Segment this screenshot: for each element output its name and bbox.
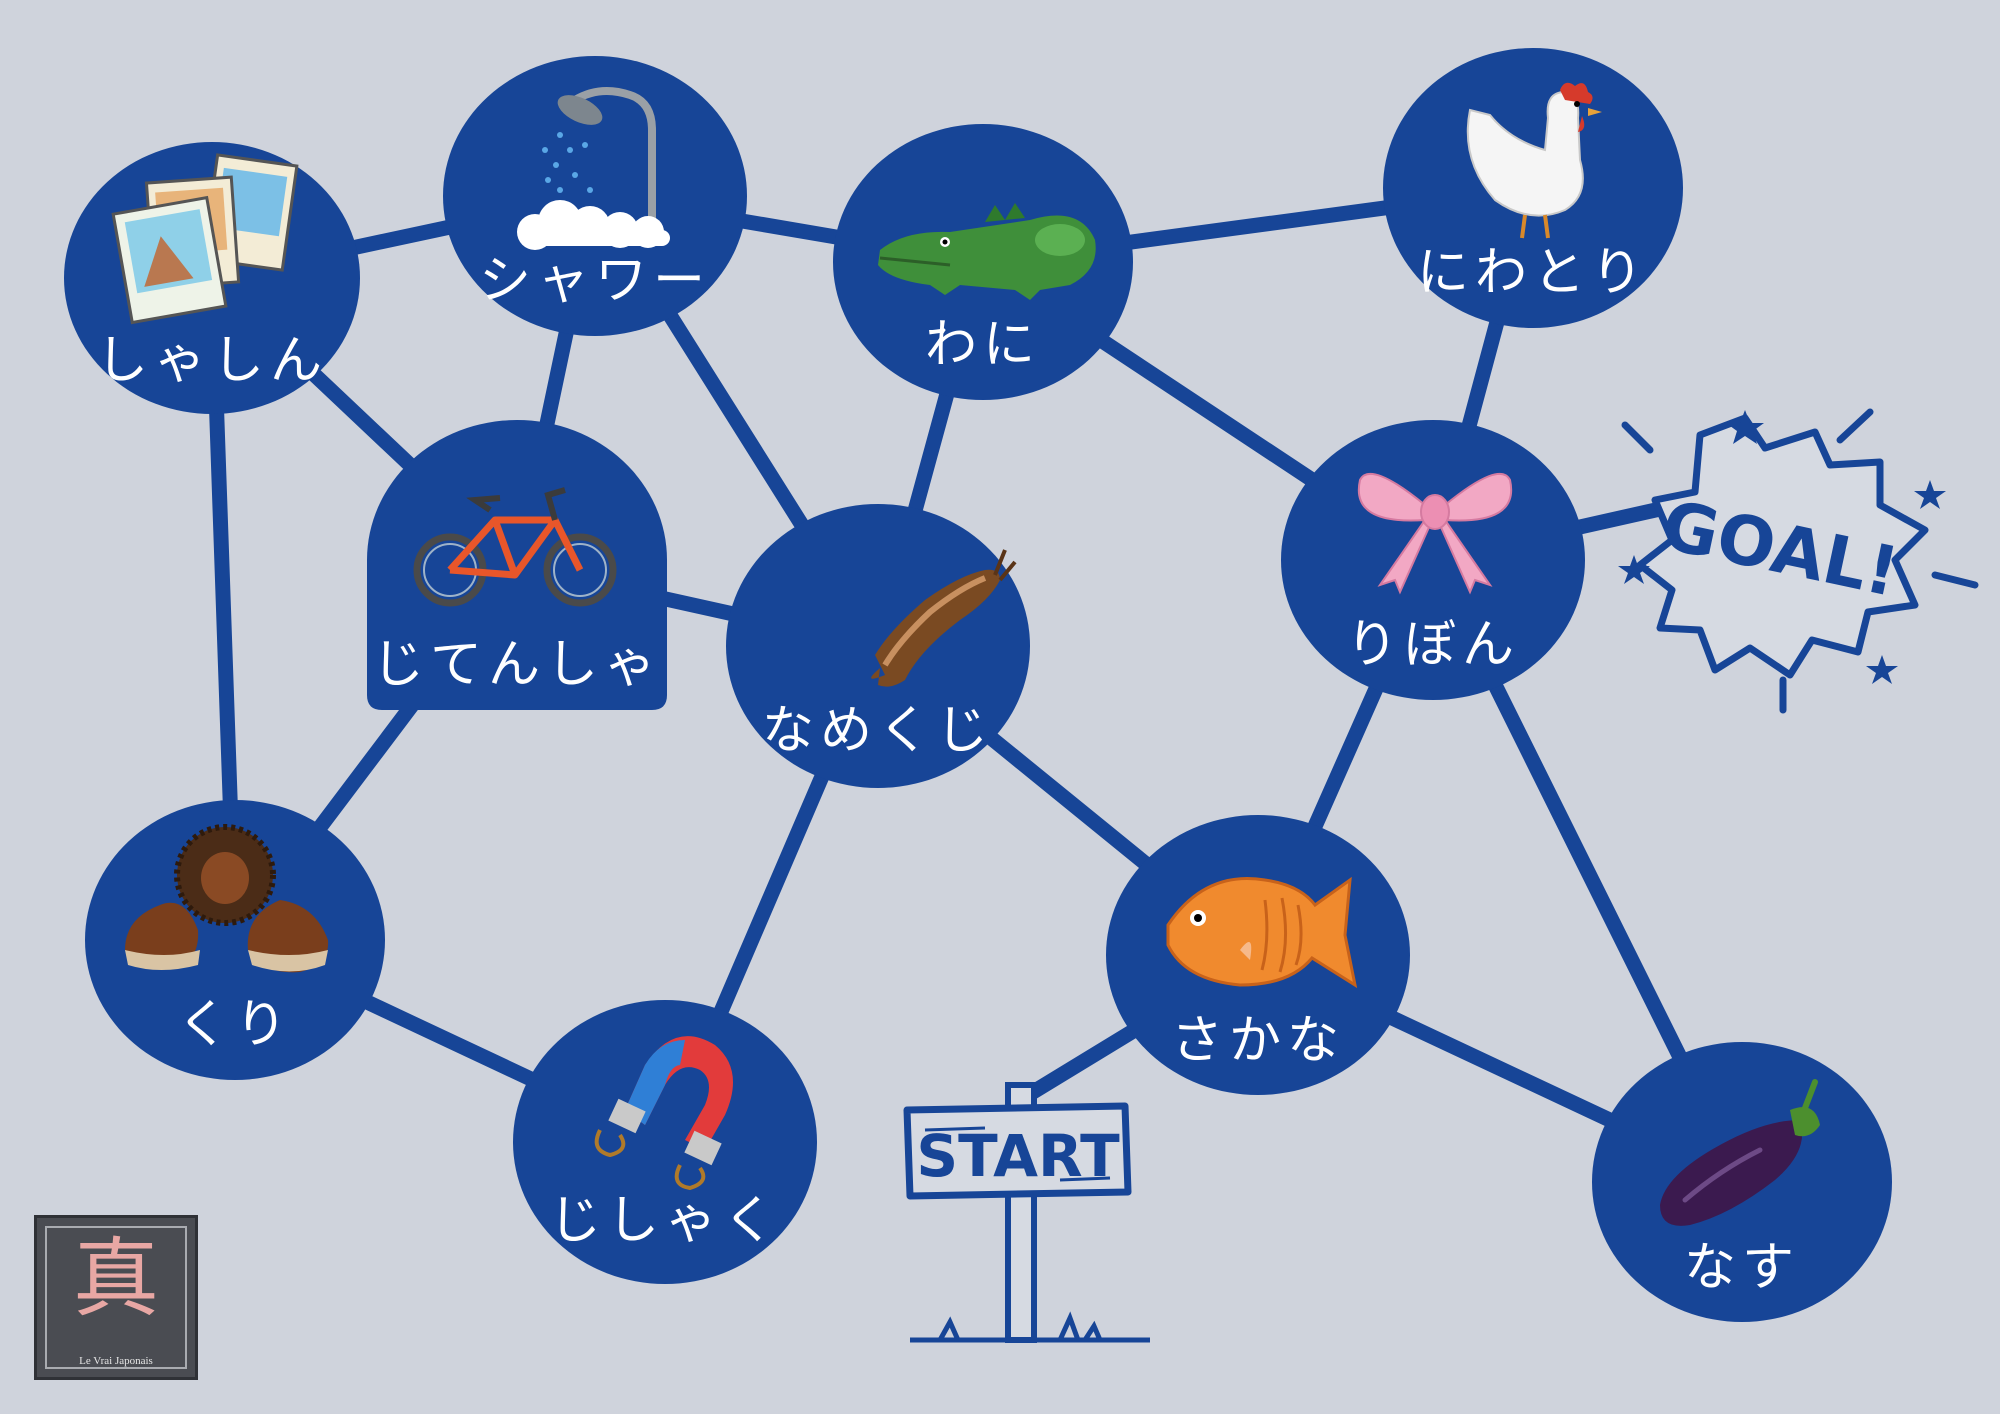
star-icon [1726,410,1764,444]
ribbon-icon [1357,472,1513,595]
node-kuri[interactable]: くり [85,800,385,1080]
crocodile-icon [878,203,1096,300]
node-shashin-label: しゃしん [96,331,328,391]
logo-stamp: 真 Le Vrai Japonais [34,1215,198,1380]
goal-burst-shape [1636,414,1929,679]
magnet-icon [594,1036,733,1191]
node-shower[interactable]: シャワー [443,56,747,336]
node-wani[interactable]: わに [833,124,1133,400]
node-nasu-label: なす [1684,1238,1800,1298]
start-text: START [916,1122,1120,1190]
node-namekuji-circle [726,504,1030,788]
node-nasu[interactable]: なす [1592,1042,1892,1322]
node-jishaku-label: じしゃく [549,1191,781,1251]
node-ribon-label: りぼん [1346,615,1520,675]
node-kuri-circle [85,800,385,1080]
node-sakana[interactable]: さかな [1106,815,1410,1095]
node-sakana-label: さかな [1171,1011,1345,1071]
chestnut-icon [125,824,329,973]
node-namekuji[interactable]: なめくじ [726,504,1030,788]
star-icon [1914,480,1946,509]
node-jitensha-label: じてんしゃ [372,635,662,695]
node-jishaku[interactable]: じしゃく [513,1000,817,1284]
node-shower-label: シャワー [479,251,711,311]
node-jitensha-shape [367,420,667,710]
shower-icon [517,87,670,250]
node-jishaku-circle [513,1000,817,1284]
goal-rays [1621,408,1979,714]
star-icon [1866,655,1898,684]
slug-icon [871,549,1017,687]
start-sign[interactable]: START [903,1082,1150,1343]
logo-frame [45,1226,187,1369]
node-niwatori[interactable]: にわとり [1383,48,1683,328]
node-kuri-label: くり [177,995,293,1055]
logo-kanji: 真 [73,1229,159,1329]
fish-icon [1166,876,1358,989]
node-wani-label: わに [925,315,1041,375]
chicken-icon [1466,82,1602,239]
photos-icon [111,153,299,325]
goal-burst[interactable]: GOAL! [1618,408,1979,714]
node-ribon[interactable]: りぼん [1281,420,1585,700]
node-namekuji-label: なめくじ [762,701,994,761]
eggplant-icon [1660,1079,1820,1226]
node-jitensha[interactable]: じてんしゃ [367,420,667,710]
node-shashin[interactable]: しゃしん [64,142,360,414]
goal-decorations [1618,410,1946,684]
grass-icon [910,1311,1150,1343]
node-niwatori-label: にわとり [1417,243,1649,303]
logo-subtitle: Le Vrai Japonais [79,1355,153,1367]
star-icon [1618,555,1650,584]
bicycle-icon [413,487,617,607]
node-shower-circle [443,56,747,336]
